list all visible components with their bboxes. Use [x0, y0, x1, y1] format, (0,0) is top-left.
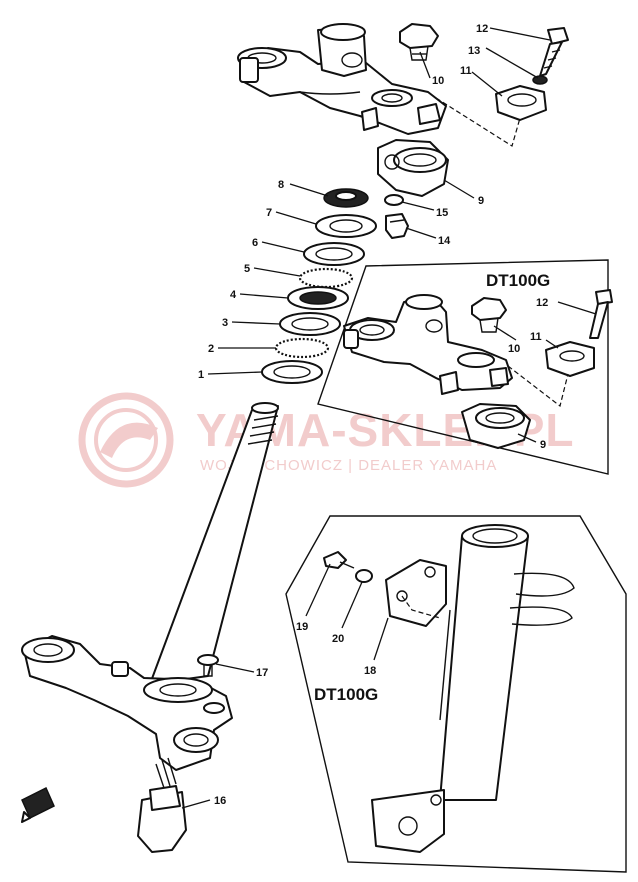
brake-hose-loop: [509, 572, 575, 626]
callout-20: 20: [332, 633, 344, 645]
dt100g-under-bracket-cap: [461, 403, 531, 449]
callout-1: 1: [198, 369, 204, 381]
callout-19: 19: [296, 621, 308, 633]
dt100g-dashed-guide: [507, 365, 569, 408]
ring-nut: [323, 188, 369, 208]
clamp-bolt: [539, 27, 569, 77]
upper-panel-frame: [317, 259, 609, 475]
callout-dt100g-11: 11: [530, 331, 542, 343]
callout-6: 6: [252, 237, 258, 249]
bracket-bolt: [323, 551, 355, 569]
bracket-washer: [355, 569, 373, 583]
callout-labels: 1 2 3 4 5 6 7 8 9 10 11 12 13 14 15 16 1…: [198, 23, 548, 807]
washer-7: [315, 214, 377, 238]
watermark-logo: [78, 392, 174, 488]
callout-11: 11: [460, 65, 472, 77]
dt100g-upper-bracket: [343, 294, 513, 395]
callout-2: 2: [208, 343, 214, 355]
cap-bolt: [385, 213, 409, 239]
cap-washer: [384, 194, 404, 206]
upper-panel-label: DT100G: [486, 271, 550, 290]
dt100g-upper-panel: DT100G: [317, 259, 613, 475]
race-3: [279, 312, 341, 336]
ball-bearing-5: [298, 267, 354, 289]
dt100g-lower-panel: DT100G: [285, 515, 627, 873]
callout-14: 14: [438, 235, 451, 247]
clamp-washer: [532, 75, 548, 85]
stopper-bolt: [197, 654, 219, 677]
fork-tube: [371, 524, 529, 853]
callout-3: 3: [222, 317, 228, 329]
race-6: [303, 242, 365, 266]
dt100g-clamp-bolt: [589, 289, 613, 339]
dt100g-handle-holder: [545, 341, 595, 377]
cable-guide: [137, 757, 187, 853]
callout-16: 16: [214, 795, 226, 807]
dust-seal-1: [261, 360, 323, 384]
callout-4: 4: [230, 289, 237, 301]
front-arrow-icon: [21, 786, 55, 823]
callout-dt100g-12: 12: [536, 297, 548, 309]
callout-7: 7: [266, 207, 272, 219]
callout-dt100g-9: 9: [540, 439, 546, 451]
ball-bearing-2: [274, 337, 330, 359]
crown-bolt: [399, 23, 439, 61]
holder-dashed-guide: [435, 97, 521, 147]
under-bracket-cap: [377, 139, 449, 197]
watermark-subtitle: WOJCIECHOWICZ | DEALER YAMAHA: [200, 457, 497, 474]
callout-12: 12: [476, 23, 488, 35]
handle-holder: [495, 85, 547, 121]
callout-8: 8: [278, 179, 284, 191]
lower-bracket: [21, 635, 233, 771]
lower-panel-frame: [285, 515, 627, 873]
race-4: [287, 286, 349, 310]
dt100g-crown-bolt: [471, 297, 507, 333]
callout-13: 13: [468, 45, 480, 57]
callout-17: 17: [256, 667, 268, 679]
callout-10: 10: [432, 75, 444, 87]
callout-9: 9: [478, 195, 484, 207]
callout-5: 5: [244, 263, 250, 275]
lower-panel-label: DT100G: [314, 685, 378, 704]
hose-bracket: [385, 559, 447, 627]
leader-lines: [181, 27, 597, 809]
callout-15: 15: [436, 207, 448, 219]
upper-bracket: [237, 23, 447, 135]
callout-dt100g-10: 10: [508, 343, 520, 355]
callout-18: 18: [364, 665, 376, 677]
